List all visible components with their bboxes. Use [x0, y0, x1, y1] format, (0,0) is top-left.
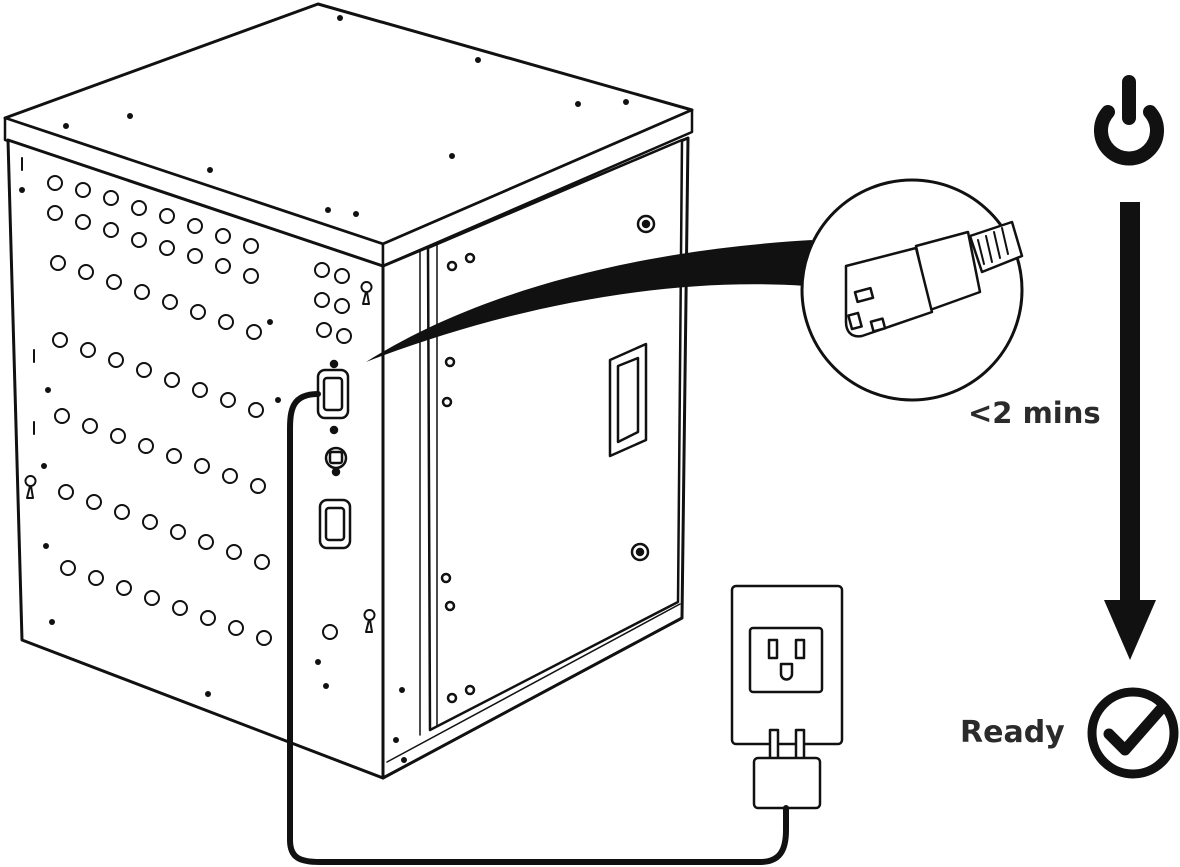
connector-callout — [800, 178, 1024, 402]
checkmark-icon — [1087, 687, 1179, 779]
cabinet-network-port — [324, 446, 348, 477]
plug-icon — [752, 728, 822, 810]
power-icon — [1094, 75, 1164, 166]
callout-beam — [366, 240, 812, 362]
door-lock-top — [636, 214, 656, 234]
duration-label: <2 mins — [968, 396, 1101, 430]
cabinet-lid-edge-right — [381, 108, 694, 268]
wall-outlet-icon — [730, 584, 844, 746]
cabinet-base — [381, 616, 684, 780]
down-arrow-icon — [1104, 202, 1156, 660]
door-lock-bottom — [630, 542, 650, 562]
ventilation-holes — [47, 175, 352, 646]
power-connector-icon — [844, 220, 1024, 338]
charging-cabinet — [3, 2, 694, 780]
cabinet-power-outlet — [318, 498, 352, 550]
power-cable — [287, 391, 789, 865]
ready-label: Ready — [960, 715, 1065, 750]
